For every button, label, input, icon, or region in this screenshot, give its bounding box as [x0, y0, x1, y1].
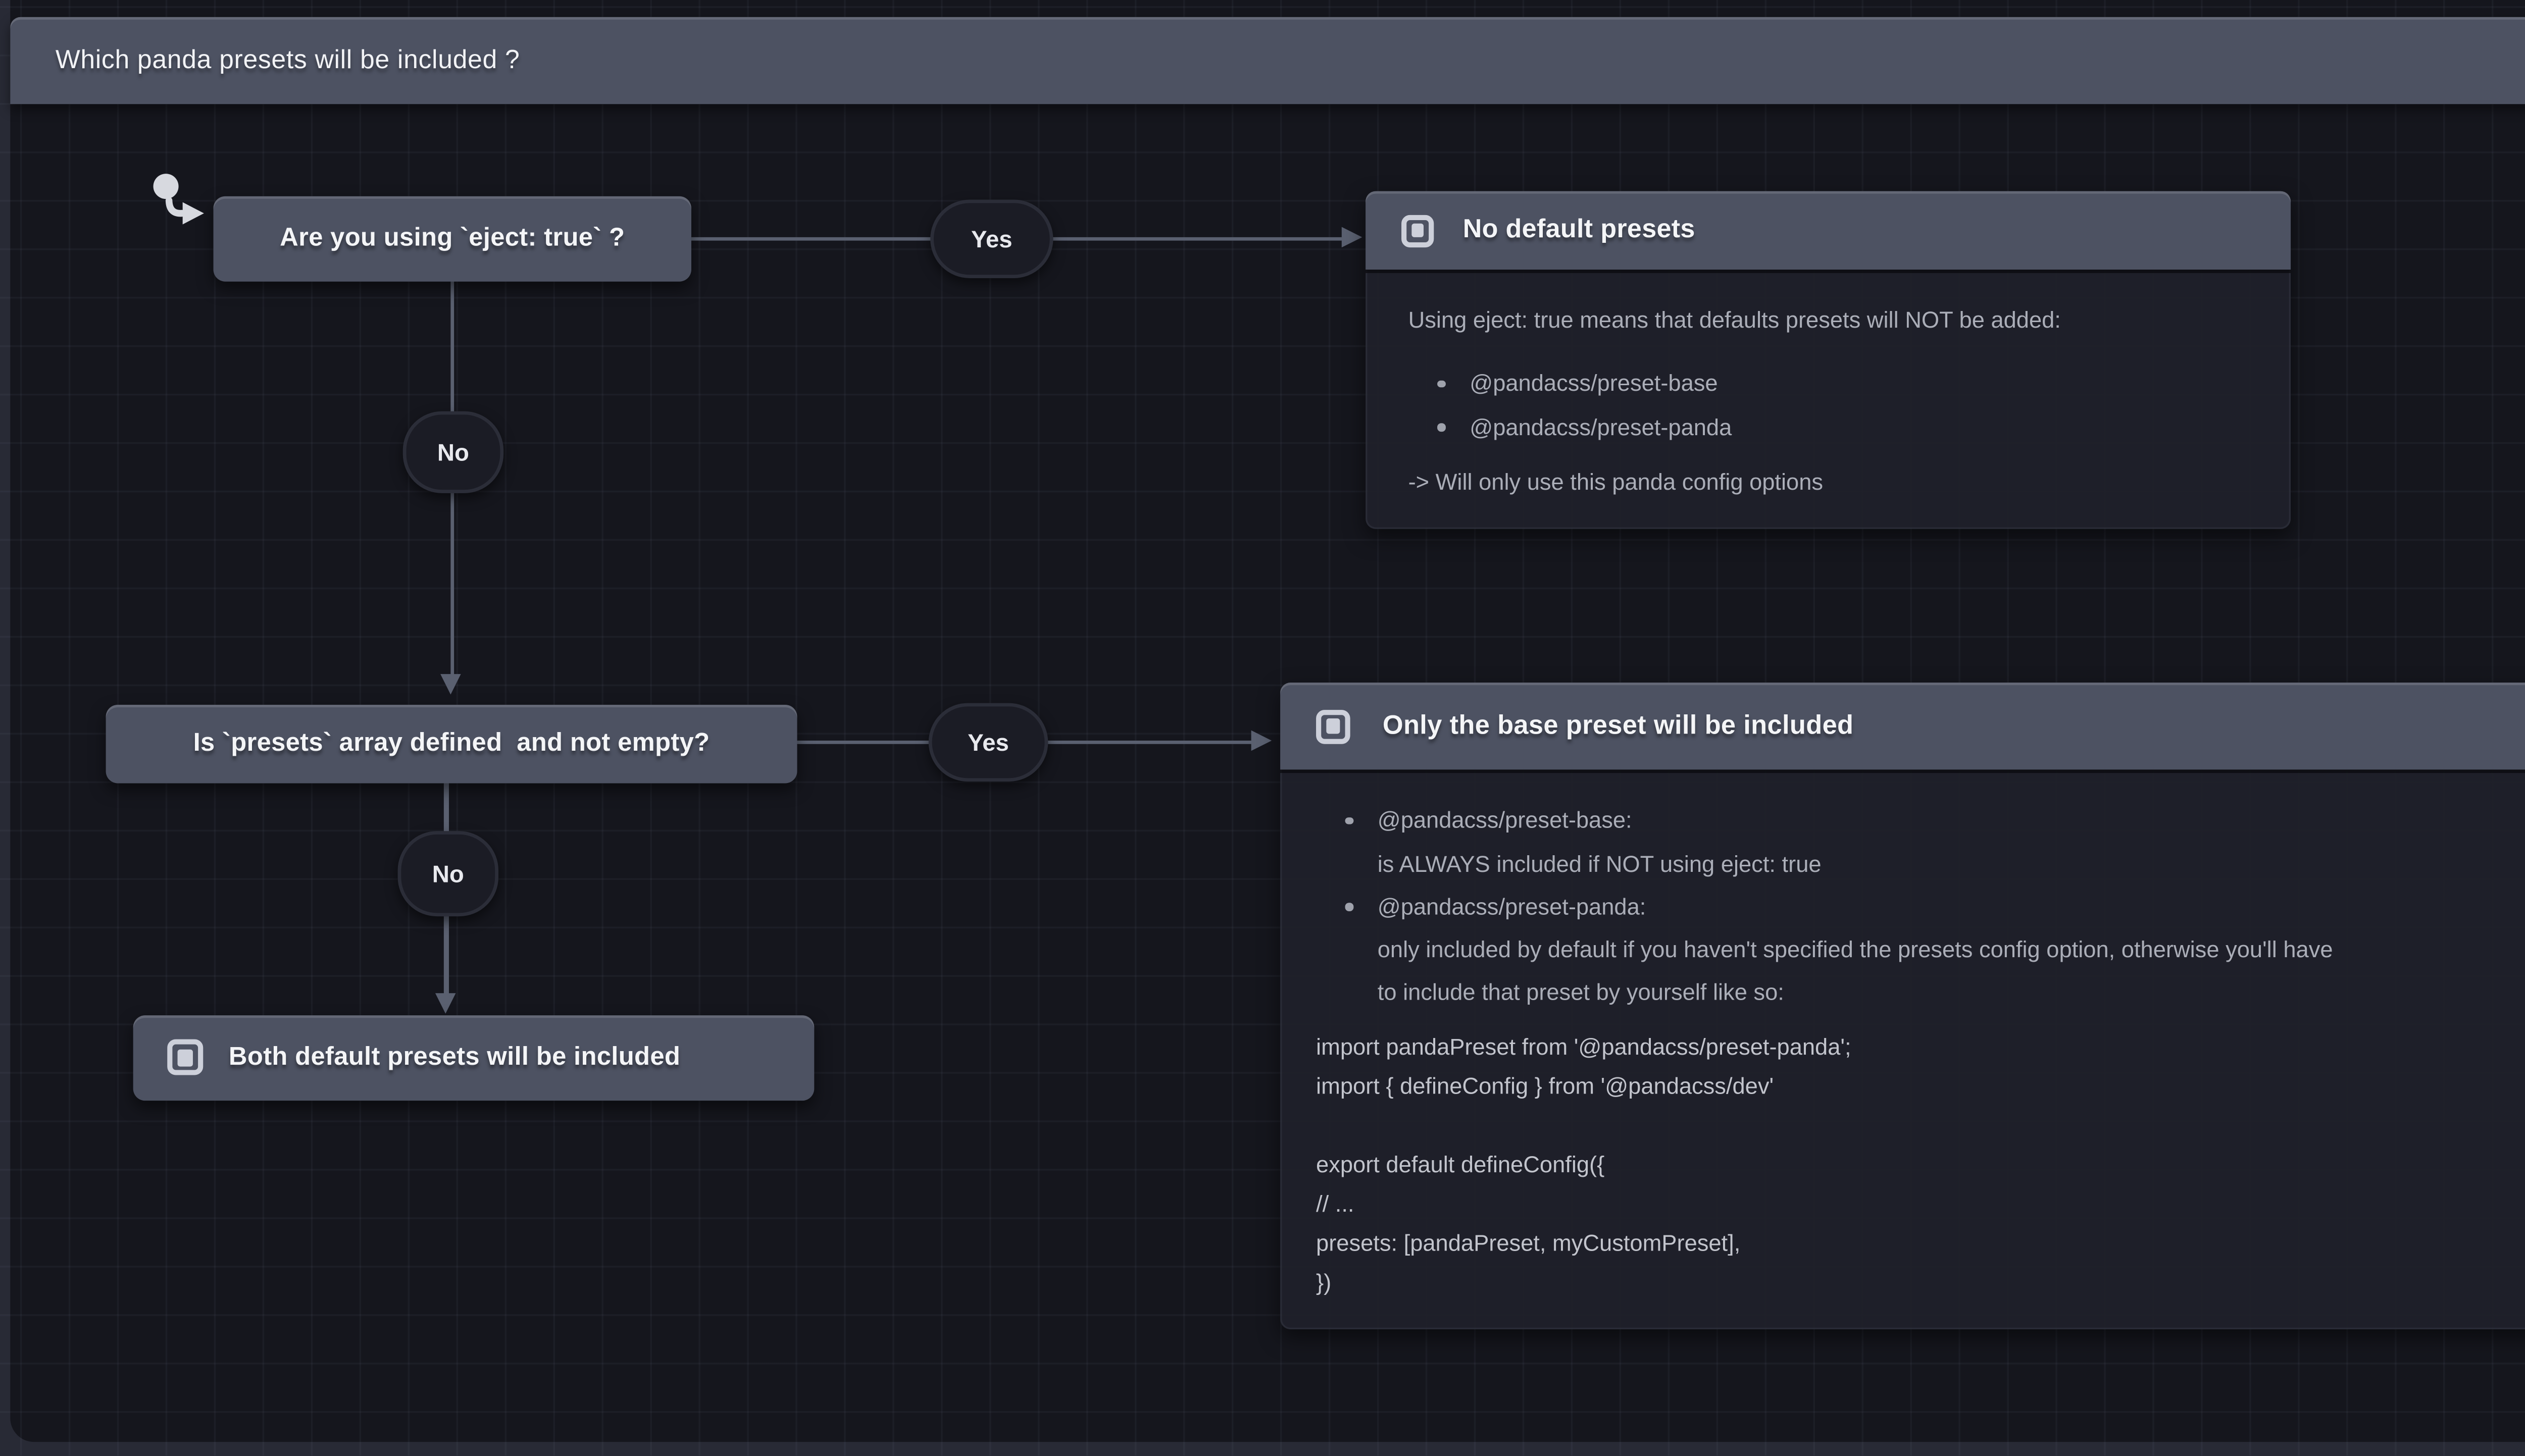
list-item: to include that preset by yourself like … [1377, 979, 1784, 1006]
list-item: only included by default if you haven't … [1377, 937, 2333, 963]
box-title: No default presets [1462, 215, 1695, 244]
frame-icon [167, 1039, 204, 1076]
box-no-default-body: Using eject: true means that defaults pr… [1366, 270, 2291, 530]
frame-icon [1401, 214, 1434, 247]
list-item: @pandacss/preset-base: [1316, 799, 2525, 842]
code-line: // ... [1316, 1191, 1354, 1217]
code-line: export default defineConfig({ [1316, 1152, 1605, 1178]
code-line: presets: [pandaPreset, myCustomPreset], [1316, 1231, 1741, 1257]
box-base-only-header[interactable]: Only the base preset will be included [1280, 683, 2525, 770]
edge-label-no2[interactable]: No [397, 831, 498, 917]
node-label: Is `presets` array defined and not empty… [193, 729, 710, 758]
code-block: import pandaPreset from '@pandacss/prese… [1316, 1027, 2525, 1303]
code-line: }) [1316, 1270, 1332, 1296]
box-intro-text: Using eject: true means that defaults pr… [1408, 307, 2061, 334]
edge-no2-arrowhead-icon [435, 993, 456, 1014]
bullet-dot-icon [1345, 817, 1353, 825]
node-label: Both default presets will be included [228, 1043, 681, 1072]
list-item: @pandacss/preset-panda: [1316, 885, 2525, 928]
node-question-presets-array[interactable]: Is `presets` array defined and not empty… [106, 704, 797, 783]
code-line [1316, 1106, 2525, 1145]
frame-title: Which panda presets will be included ? [55, 45, 520, 75]
frame-icon [1316, 709, 1350, 744]
edge-label-no1[interactable]: No [402, 411, 504, 493]
box-base-preset-only[interactable]: Only the base preset will be included @p… [1280, 683, 2525, 1330]
node-result-both-defaults[interactable]: Both default presets will be included [133, 1014, 815, 1101]
code-line: import { defineConfig } from '@pandacss/… [1316, 1073, 1774, 1099]
box-base-only-body: @pandacss/preset-base: is ALWAYS include… [1280, 770, 2525, 1330]
node-question-eject[interactable]: Are you using `eject: true` ? [213, 195, 691, 281]
edge-no1-arrowhead-icon [441, 674, 462, 695]
cursor-redirect-icon [153, 174, 204, 225]
list-item: is ALWAYS included if NOT using eject: t… [1377, 850, 1822, 876]
bullet-dot-icon [1345, 903, 1353, 911]
frame-title-bar[interactable]: Which panda presets will be included ? [9, 17, 2525, 105]
box-title: Only the base preset will be included [1382, 711, 1854, 740]
edge-label-yes2[interactable]: Yes [928, 703, 1048, 782]
box-no-default-presets[interactable]: No default presets Using eject: true mea… [1366, 191, 2291, 530]
edge-yes1-arrowhead-icon [1341, 227, 1362, 248]
list-item: @pandacss/preset-panda [1408, 405, 2248, 448]
bullet-dot-icon [1437, 380, 1445, 388]
code-line: import pandaPreset from '@pandacss/prese… [1316, 1033, 1851, 1060]
box-outro-text: -> Will only use this panda config optio… [1408, 469, 1824, 495]
node-label: Are you using `eject: true` ? [280, 223, 625, 253]
edge-label-yes1[interactable]: Yes [930, 199, 1053, 278]
bullet-dot-icon [1437, 423, 1445, 431]
list-item: @pandacss/preset-base [1408, 362, 2248, 405]
edge-yes2-arrowhead-icon [1251, 731, 1272, 751]
box-no-default-header[interactable]: No default presets [1366, 191, 2291, 271]
